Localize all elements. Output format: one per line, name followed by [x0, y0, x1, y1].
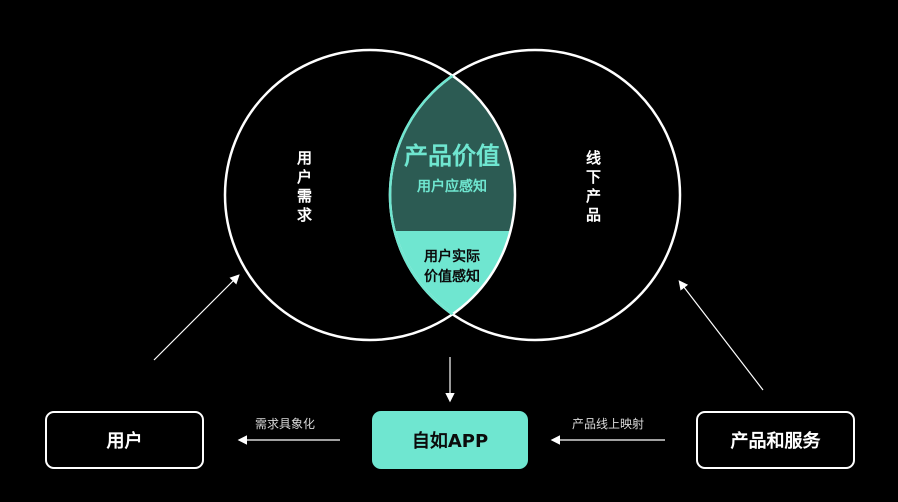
- center-subtitle: 用户应感知: [417, 179, 487, 195]
- left-circle-label: 用户需求: [295, 150, 313, 226]
- node-app: 自如APP: [372, 411, 528, 469]
- lens-top-region: [390, 50, 515, 231]
- edge-label-online-mapping: 产品线上映射: [572, 417, 645, 431]
- node-user: 用户: [45, 411, 204, 469]
- arrow-product-to-offline: [678, 280, 764, 391]
- left-circle: [223, 48, 517, 342]
- right-circle-label: 线下产品: [584, 150, 602, 226]
- lens-outline: [388, 50, 515, 340]
- arrow-user-to-needs: [153, 274, 240, 361]
- center-title: 产品价值: [404, 142, 500, 170]
- lens-bottom-region: [390, 231, 515, 340]
- lens-bottom-line2: 价值感知: [424, 269, 480, 285]
- lens-bottom-line1: 用户实际: [424, 249, 480, 265]
- edge-label-concretize: 需求具象化: [255, 417, 316, 431]
- node-product-service: 产品和服务: [696, 411, 855, 469]
